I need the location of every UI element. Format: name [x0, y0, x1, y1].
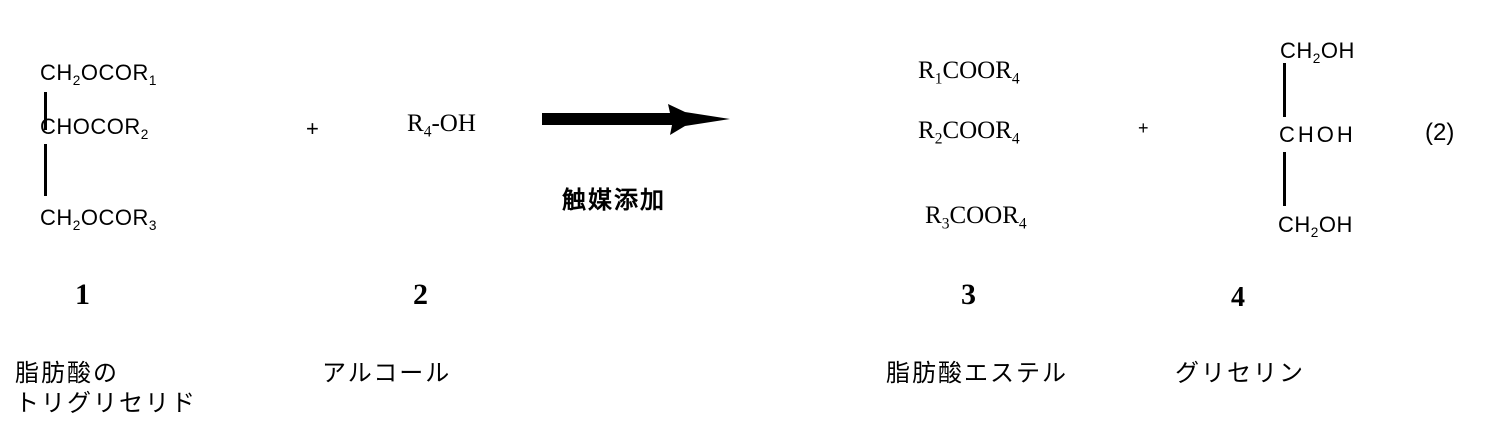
bond-line — [44, 92, 47, 130]
equation-number: (2) — [1425, 119, 1455, 146]
triglyceride-row-2: CHOCOR2 — [40, 114, 149, 142]
compound-name-1-line-2: トリグリセリド — [15, 389, 197, 417]
compound-number-3: 3 — [961, 278, 976, 311]
glycerol-row-1: CH2OH — [1280, 38, 1355, 66]
bond-line — [44, 144, 47, 196]
glycerol-row-2: CHOH — [1279, 122, 1356, 147]
glycerol-row-3: CH2OH — [1278, 212, 1353, 240]
reaction-arrow-icon — [542, 104, 730, 135]
bond-line — [1283, 152, 1286, 206]
ester-row-2: R2COOR4 — [918, 117, 1020, 148]
alcohol-formula: R4-OH — [407, 110, 476, 141]
compound-name-1-line-1: 脂肪酸の — [15, 359, 119, 387]
compound-number-2: 2 — [413, 278, 428, 311]
triglyceride-row-3: CH2OCOR3 — [40, 205, 157, 233]
ester-row-3: R3COOR4 — [925, 202, 1027, 233]
compound-name-3: 脂肪酸エステル — [886, 359, 1068, 387]
compound-number-1: 1 — [75, 278, 90, 311]
triglyceride-row-1: CH2OCOR1 — [40, 60, 157, 88]
compound-number-4: 4 — [1231, 282, 1245, 313]
bond-line — [1283, 63, 1286, 117]
plus-sign: + — [306, 116, 319, 141]
compound-name-4: グリセリン — [1175, 359, 1305, 387]
ester-row-1: R1COOR4 — [918, 57, 1020, 88]
plus-sign: + — [1138, 118, 1149, 138]
compound-name-2: アルコール — [322, 359, 452, 387]
catalyst-label: 触媒添加 — [562, 186, 666, 214]
